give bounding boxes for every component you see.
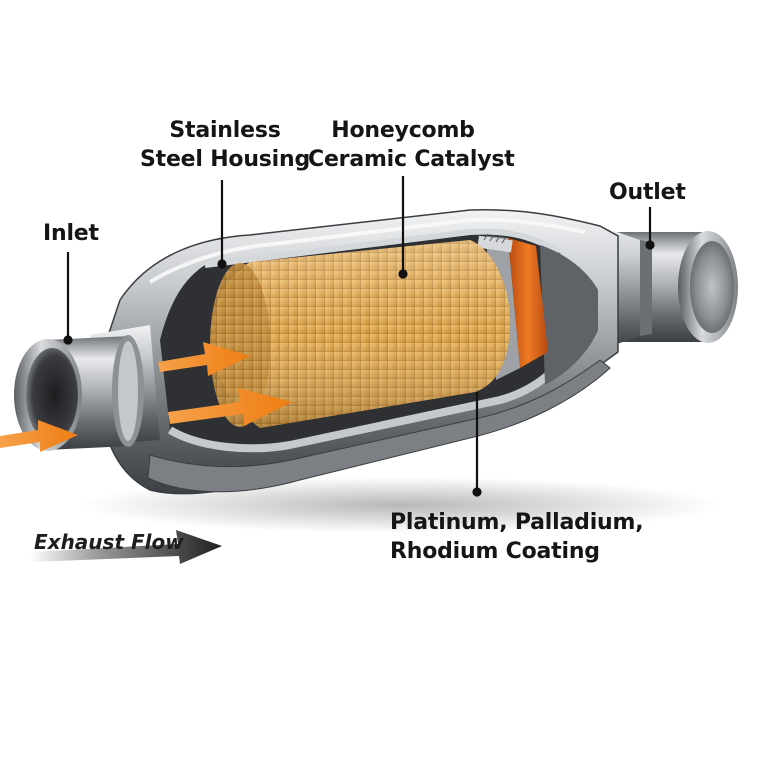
coating-label: Platinum, Palladium, Rhodium Coating	[390, 508, 644, 566]
housing-label-line1: Stainless	[169, 118, 281, 143]
flow-arrow-lower	[168, 388, 292, 426]
exhaust-flow-label: Exhaust Flow	[34, 530, 184, 554]
flow-arrow-inlet	[0, 420, 78, 452]
catalyst-label-line2: Ceramic Catalyst	[308, 147, 515, 172]
coating-label-line2: Rhodium Coating	[390, 539, 600, 564]
leader-lines	[63, 176, 655, 497]
inlet-pipe	[14, 325, 160, 451]
housing-label-line2: Steel Housing	[140, 147, 311, 172]
inlet-label: Inlet	[43, 221, 99, 246]
exhaust-flow-arrow	[30, 530, 222, 564]
housing-label: Stainless Steel Housing	[140, 116, 310, 174]
flow-arrows	[0, 342, 292, 452]
outlet-pipe	[600, 226, 738, 350]
coating-label-line1: Platinum, Palladium,	[390, 510, 644, 535]
outlet-label: Outlet	[609, 180, 686, 205]
catalyst-label-line1: Honeycomb	[331, 118, 475, 143]
honeycomb-ceramic-catalyst	[210, 240, 511, 428]
catalyst-label: Honeycomb Ceramic Catalyst	[308, 116, 515, 174]
flow-arrow-upper	[158, 342, 250, 376]
